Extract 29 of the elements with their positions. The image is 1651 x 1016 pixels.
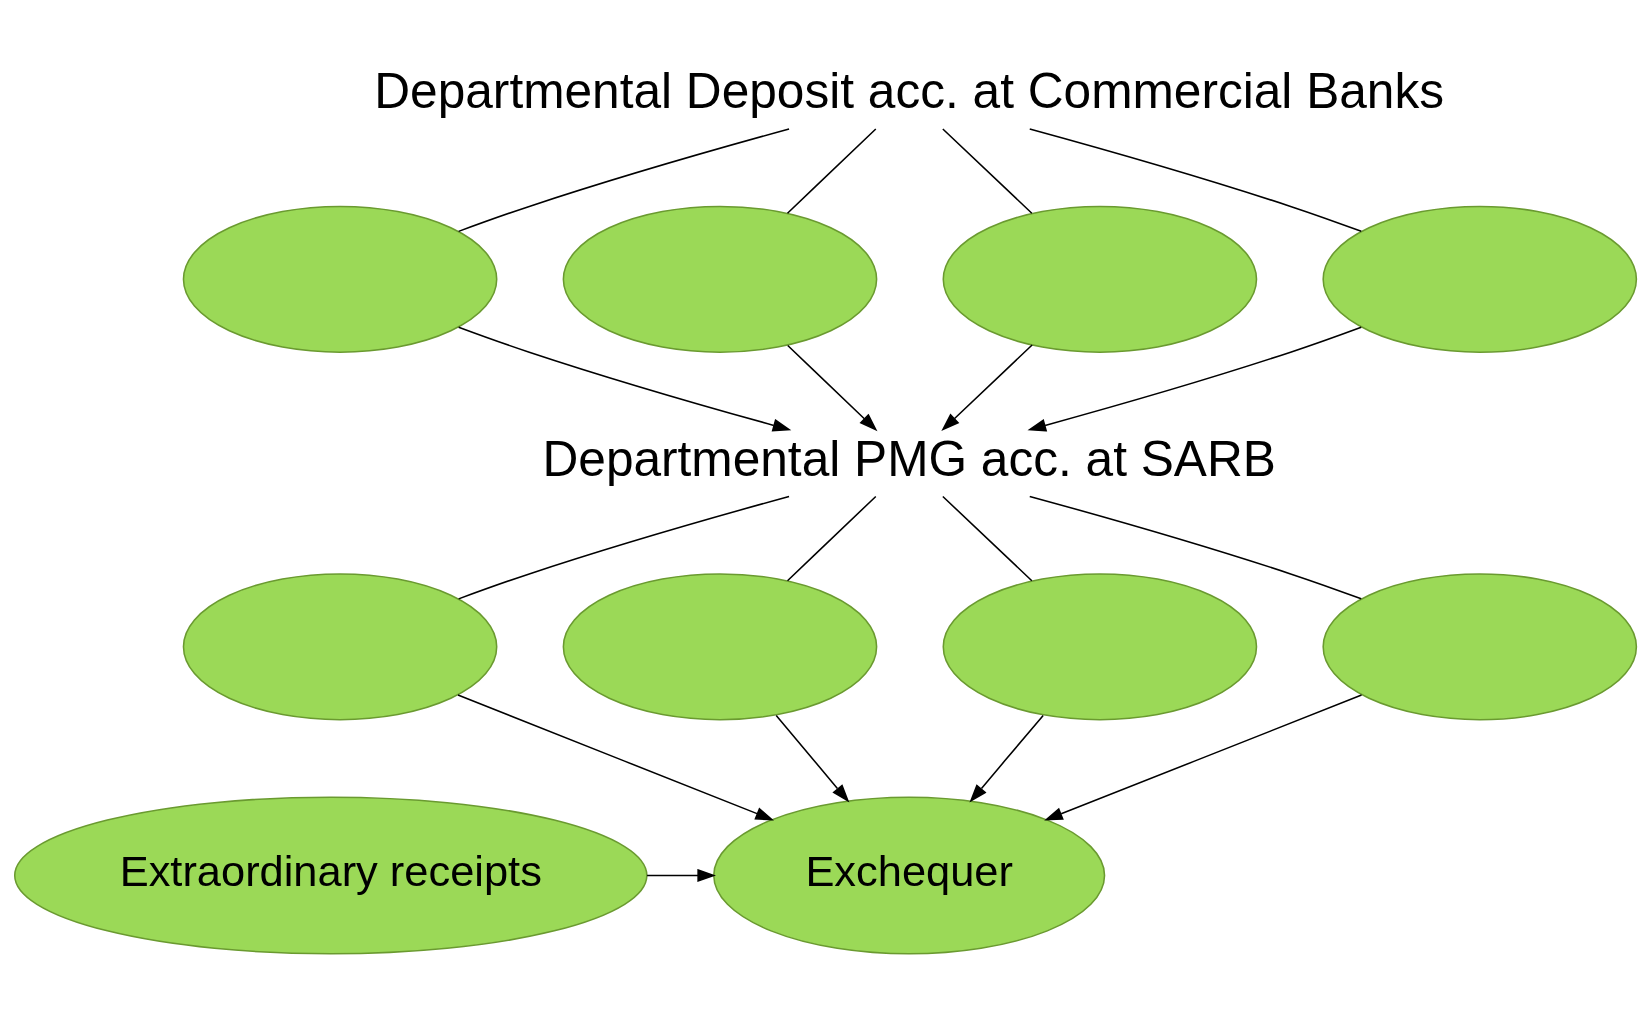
connector (1028, 495, 1362, 600)
connector (457, 128, 790, 233)
node-ellipse: Extraordinary receipts (13, 796, 648, 955)
connector (457, 495, 790, 600)
node-ellipse (182, 573, 498, 721)
arrow (941, 344, 1033, 432)
arrow (786, 344, 878, 432)
node-text: Departmental Deposit acc. at Commercial Banks (374, 63, 1445, 120)
node-text: Departmental PMG acc. at SARB (542, 430, 1276, 487)
arrow (457, 326, 792, 432)
node-ellipse (1322, 205, 1638, 353)
arrow (457, 694, 775, 821)
connector (786, 495, 877, 582)
arrow (1027, 326, 1362, 432)
node-ellipse (562, 573, 878, 721)
connector (942, 495, 1033, 582)
arrow (1044, 694, 1363, 821)
node-ellipse (942, 205, 1258, 353)
node-ellipse (182, 205, 498, 353)
arrow (969, 714, 1044, 803)
node-ellipse (1322, 573, 1638, 721)
arrow (775, 714, 850, 803)
node-ellipse (942, 573, 1258, 721)
connector (1028, 128, 1362, 233)
connector (786, 128, 877, 215)
node-ellipse (562, 205, 878, 353)
arrow (646, 868, 716, 882)
connector (942, 128, 1033, 215)
node-ellipse: Exchequer (713, 796, 1106, 955)
